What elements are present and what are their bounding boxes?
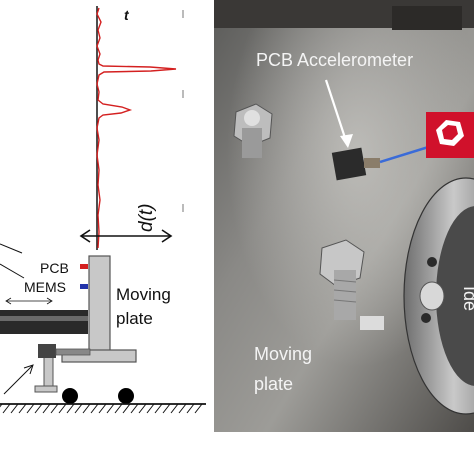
displacement-label: d(t) — [136, 204, 157, 233]
hatch-stroke — [58, 403, 67, 414]
setup-photo: PCB Accelerometer Moving plate Ide — [214, 0, 474, 432]
hatch-stroke — [10, 403, 19, 414]
actuator-shaft — [55, 348, 91, 356]
offset-arrow-left — [5, 297, 12, 305]
moving-plate-label-line1: Moving — [116, 285, 171, 304]
hatch-stroke — [34, 403, 43, 414]
arrow-head-right — [161, 229, 173, 243]
hex-bolt-top — [233, 103, 273, 158]
photo-edge-text: Ide — [460, 286, 474, 311]
displacement-signal-trace — [96, 7, 177, 249]
hatch-stroke — [154, 403, 163, 414]
reference-rod — [0, 310, 88, 334]
hatch-stroke — [26, 403, 35, 414]
shaker-cylinder — [403, 177, 474, 415]
mems-leader-line — [0, 263, 25, 279]
hatch-stroke — [98, 403, 107, 414]
cart-wheel-right — [118, 388, 134, 404]
hatch-stroke — [42, 403, 51, 414]
hatch-stroke — [122, 403, 131, 414]
actuator-foot — [34, 385, 58, 393]
hatch-stroke — [50, 403, 59, 414]
reference-rod-highlight — [0, 316, 88, 321]
moving-plate — [88, 255, 111, 353]
hatch-stroke — [0, 403, 3, 408]
hatch-stroke — [114, 403, 123, 414]
hatch-stroke — [194, 403, 203, 414]
hatch-stroke — [178, 403, 187, 414]
hex-bolt-bottom — [319, 239, 384, 330]
time-axis-label: t — [124, 7, 130, 23]
schematic-diagram: t d(t) PCB MEMS Moving plate — [0, 6, 206, 414]
hatch-stroke — [130, 403, 139, 414]
photo-moving-plate-label-line2: plate — [254, 374, 293, 394]
hatch-stroke — [82, 403, 91, 414]
moving-plate-label-line2: plate — [116, 309, 153, 328]
hatch-stroke — [66, 403, 75, 414]
accelerometer-arrow-head — [340, 134, 353, 148]
red-component — [426, 112, 474, 158]
mems-sensor-label: MEMS — [24, 279, 66, 295]
hatch-stroke — [138, 403, 147, 414]
pcb-sensor-marker — [80, 264, 88, 269]
pcb-sensor-label: PCB — [40, 260, 69, 276]
actuator-leader-line — [3, 365, 33, 395]
hatch-stroke — [186, 403, 195, 414]
hatch-stroke — [162, 403, 171, 414]
hatch-stroke — [74, 403, 83, 414]
hatch-stroke — [18, 403, 27, 414]
hatch-stroke — [2, 403, 11, 414]
hatch-stroke — [146, 403, 155, 414]
offset-arrow-right — [46, 297, 53, 305]
hatch-stroke — [106, 403, 115, 414]
mems-sensor-marker — [80, 284, 88, 289]
actuator-body — [38, 344, 56, 358]
actuator-leader-arrow — [23, 364, 34, 375]
top-right-block — [392, 6, 462, 30]
ground-hatching — [0, 403, 203, 414]
cart-wheel-left — [62, 388, 78, 404]
pcb-leader-line — [0, 243, 23, 254]
accelerometer-label: PCB Accelerometer — [256, 50, 413, 70]
hatch-stroke — [170, 403, 179, 414]
photo-moving-plate-label-line1: Moving — [254, 344, 312, 364]
side-nut — [419, 281, 445, 311]
hatch-stroke — [90, 403, 99, 414]
arrow-head-left — [79, 229, 91, 243]
accelerometer-leader — [324, 79, 349, 145]
